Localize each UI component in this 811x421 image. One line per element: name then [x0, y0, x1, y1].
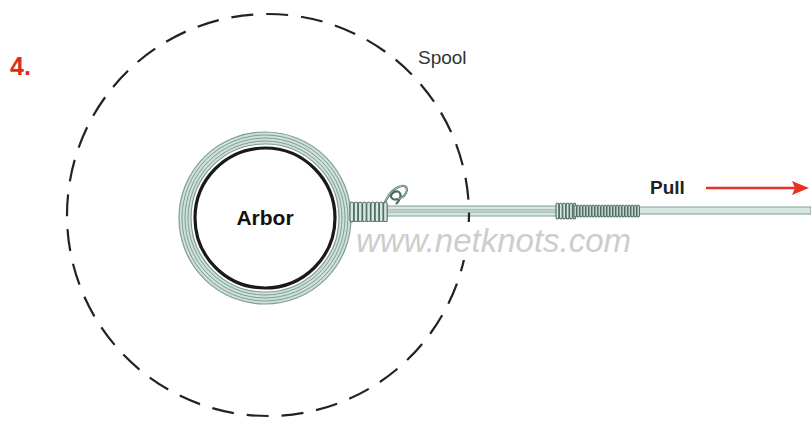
knot-wrap — [625, 205, 627, 217]
line-strands — [350, 206, 811, 216]
knot-wrap — [601, 205, 603, 217]
knot-wrap — [566, 203, 569, 219]
knot-wrap — [358, 202, 362, 222]
knot-wrap — [574, 205, 576, 217]
arbor-knot — [350, 186, 407, 222]
circle-outline — [195, 148, 335, 288]
arbor-circle: Arbor — [193, 146, 337, 290]
line-wraps — [179, 132, 351, 304]
knot-wrap — [628, 205, 630, 217]
knot-wrap — [384, 202, 388, 222]
knot-wrap — [607, 205, 609, 217]
knot-wrap — [604, 205, 606, 217]
knot-wrap — [598, 205, 600, 217]
knot-wrap — [595, 205, 597, 217]
watermark: www.netknots.com — [354, 222, 633, 260]
knot-wrap — [586, 205, 588, 217]
step-number: 4. — [10, 52, 31, 81]
knot-wrap — [367, 202, 371, 222]
knot-wrap — [622, 205, 624, 217]
knot-wrap — [637, 205, 639, 217]
part-name: Spool — [418, 47, 467, 69]
pull-label: Pull — [650, 177, 685, 199]
knot-wrap — [354, 202, 358, 222]
knot-wrap — [616, 205, 618, 217]
knot-wrap — [559, 203, 562, 219]
spool-outline: SpoolArbor — [65, 12, 471, 418]
knot-wrap — [363, 202, 367, 222]
knot-wrap — [589, 205, 591, 217]
knot-wrap — [580, 205, 582, 217]
knot-wrap — [563, 203, 566, 219]
knot-wrap — [375, 202, 379, 222]
knot-wrap — [613, 205, 615, 217]
line-knot — [556, 203, 639, 219]
knot-wrap — [371, 202, 375, 222]
knot-wrap — [610, 205, 612, 217]
knot-wrap — [570, 203, 573, 219]
knot-wrap — [583, 205, 585, 217]
knot-wrap — [592, 205, 594, 217]
pull-arrow — [706, 181, 809, 195]
knot-wrap — [631, 205, 633, 217]
circle-outline — [67, 14, 469, 416]
part-name: Arbor — [236, 206, 293, 230]
knot-wrap — [556, 203, 559, 219]
knot-wrap — [350, 202, 354, 222]
knot-wrap — [573, 203, 576, 219]
knot-wrap — [577, 205, 579, 217]
knot-wrap — [619, 205, 621, 217]
knot-wrap — [379, 202, 383, 222]
knot-wrap — [634, 205, 636, 217]
